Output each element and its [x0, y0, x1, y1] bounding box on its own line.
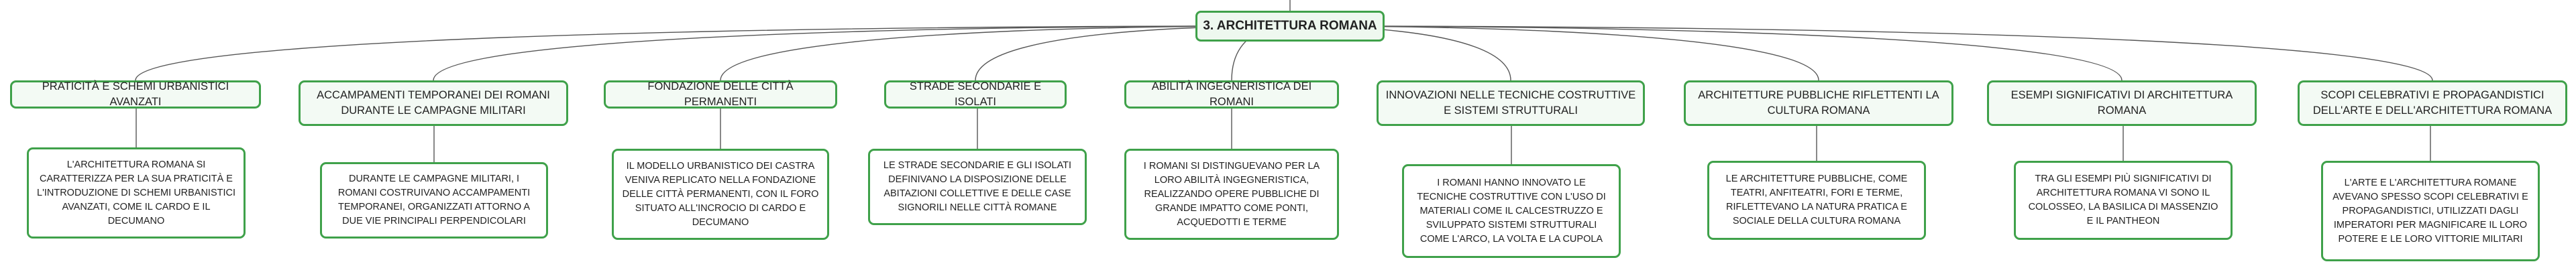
branch-title-label: ARCHITETTURE PUBBLICHE RIFLETTENTI LA CU…: [1698, 89, 1939, 117]
branch-detail-text: IL MODELLO URBANISTICO DEI CASTRA VENIVA…: [622, 160, 819, 228]
branch-detail-text: L'ARCHITETTURA ROMANA SI CARATTERIZZA PE…: [37, 159, 236, 226]
connector-root-to-branch-2: [433, 25, 1291, 81]
root-node[interactable]: 3. ARCHITETTURA ROMANA: [1195, 11, 1385, 42]
branch-detail-2[interactable]: DURANTE LE CAMPAGNE MILITARI, I ROMANI C…: [320, 162, 548, 239]
branch-title-7[interactable]: ARCHITETTURE PUBBLICHE RIFLETTENTI LA CU…: [1684, 80, 1953, 126]
branch-detail-5[interactable]: I ROMANI SI DISTINGUEVANO PER LA LORO AB…: [1124, 149, 1339, 240]
branch-detail-6[interactable]: I ROMANI HANNO INNOVATO LE TECNICHE COST…: [1402, 164, 1621, 258]
branch-title-1[interactable]: PRATICITÀ E SCHEMI URBANISTICI AVANZATI: [10, 80, 261, 109]
branch-title-label: ABILITÀ INGEGNERISTICA DEI ROMANI: [1151, 80, 1312, 108]
branch-detail-8[interactable]: TRA GLI ESEMPI PIÙ SIGNIFICATIVI DI ARCH…: [2014, 161, 2233, 240]
branch-title-label: PRATICITÀ E SCHEMI URBANISTICI AVANZATI: [42, 80, 229, 108]
root-label: 3. ARCHITETTURA ROMANA: [1203, 19, 1377, 33]
branch-detail-text: LE ARCHITETTURE PUBBLICHE, COME TEATRI, …: [1725, 174, 1908, 226]
branch-detail-text: I ROMANI SI DISTINGUEVANO PER LA LORO AB…: [1143, 160, 1320, 228]
branch-title-2[interactable]: ACCAMPAMENTI TEMPORANEI DEI ROMANI DURAN…: [299, 80, 568, 126]
branch-detail-text: L'ARTE E L'ARCHITETTURA ROMANE AVEVANO S…: [2332, 177, 2528, 245]
branch-detail-9[interactable]: L'ARTE E L'ARCHITETTURA ROMANE AVEVANO S…: [2321, 161, 2540, 261]
branch-title-6[interactable]: INNOVAZIONI NELLE TECNICHE COSTRUTTIVE E…: [1377, 80, 1645, 126]
branch-detail-text: TRA GLI ESEMPI PIÙ SIGNIFICATIVI DI ARCH…: [2028, 174, 2218, 226]
connector-root-to-branch-8: [1289, 25, 2123, 81]
branch-detail-text: I ROMANI HANNO INNOVATO LE TECNICHE COST…: [1417, 177, 1606, 245]
branch-title-label: FONDAZIONE DELLE CITTÀ PERMANENTI: [647, 80, 794, 108]
branch-detail-4[interactable]: LE STRADE SECONDARIE E GLI ISOLATI DEFIN…: [868, 149, 1087, 225]
branch-title-label: STRADE SECONDARIE E ISOLATI: [909, 80, 1042, 108]
connector-root-to-branch-1: [135, 25, 1291, 81]
branch-title-label: INNOVAZIONI NELLE TECNICHE COSTRUTTIVE E…: [1385, 89, 1636, 117]
branch-title-9[interactable]: SCOPI CELEBRATIVI E PROPAGANDISTICI DELL…: [2298, 80, 2567, 126]
branch-title-5[interactable]: ABILITÀ INGEGNERISTICA DEI ROMANI: [1124, 80, 1339, 109]
branch-title-label: ACCAMPAMENTI TEMPORANEI DEI ROMANI DURAN…: [317, 89, 550, 117]
branch-detail-7[interactable]: LE ARCHITETTURE PUBBLICHE, COME TEATRI, …: [1707, 161, 1926, 240]
branch-title-4[interactable]: STRADE SECONDARIE E ISOLATI: [884, 80, 1067, 109]
branch-detail-text: LE STRADE SECONDARIE E GLI ISOLATI DEFIN…: [883, 160, 1072, 213]
connector-root-to-branch-9: [1289, 25, 2433, 81]
branch-title-3[interactable]: FONDAZIONE DELLE CITTÀ PERMANENTI: [604, 80, 837, 109]
branch-detail-text: DURANTE LE CAMPAGNE MILITARI, I ROMANI C…: [337, 174, 531, 226]
branch-title-8[interactable]: ESEMPI SIGNIFICATIVI DI ARCHITETTURA ROM…: [1987, 80, 2257, 126]
branch-title-label: ESEMPI SIGNIFICATIVI DI ARCHITETTURA ROM…: [2010, 89, 2233, 117]
branch-detail-3[interactable]: IL MODELLO URBANISTICO DEI CASTRA VENIVA…: [612, 149, 829, 240]
branch-title-label: SCOPI CELEBRATIVI E PROPAGANDISTICI DELL…: [2312, 89, 2553, 117]
branch-detail-1[interactable]: L'ARCHITETTURA ROMANA SI CARATTERIZZA PE…: [27, 147, 246, 239]
